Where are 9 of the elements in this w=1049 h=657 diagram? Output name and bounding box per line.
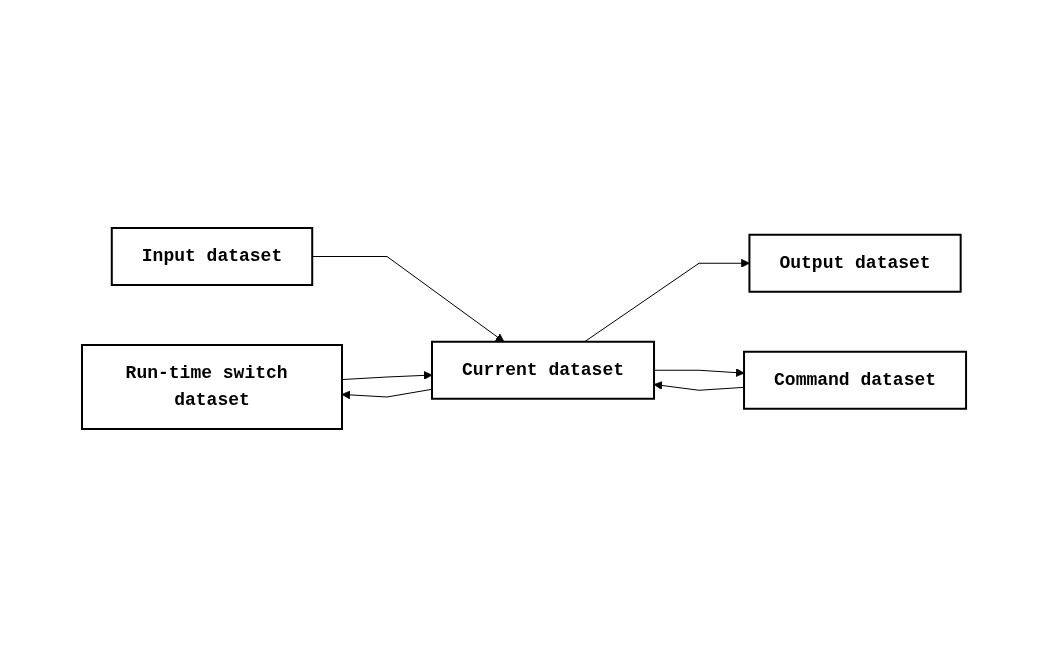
arrow <box>312 256 505 343</box>
node-box: Output dataset <box>748 233 963 293</box>
arrow <box>654 381 745 391</box>
arrow <box>654 368 745 377</box>
node-box: Input dataset <box>111 227 314 286</box>
node-box: Current dataset <box>431 340 656 400</box>
node-box: Command dataset <box>743 350 968 410</box>
arrow <box>342 388 433 400</box>
node-box: Run-time switch dataset <box>81 344 344 430</box>
